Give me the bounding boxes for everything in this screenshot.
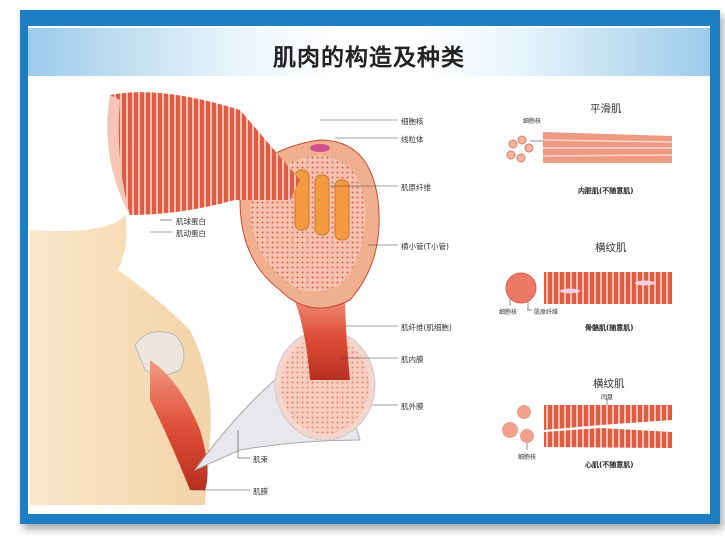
title-bar: 肌肉的构造及种类 (28, 28, 710, 76)
label-actin: 肌动蛋白 (176, 229, 206, 238)
label-myofibril: 肌原纤维 (401, 183, 431, 192)
caption-visceral-muscle: 内脏肌(不随意肌) (578, 187, 634, 195)
poster-title: 肌肉的构造及种类 (273, 45, 465, 71)
label-skeletal-nucleus: 细胞核 (499, 309, 518, 316)
heading-smooth-muscle: 平滑肌 (590, 103, 622, 115)
heading-skeletal-striated: 横纹肌 (595, 242, 627, 254)
muscle-fiber (290, 290, 350, 380)
caption-skeletal-muscle: 骨骼肌(随意肌) (585, 324, 634, 332)
label-nucleus: 细胞核 (401, 117, 424, 126)
label-epimysium: 肌外膜 (401, 402, 424, 411)
label-endomysium: 肌内膜 (401, 355, 424, 364)
smooth-muscle-drawing (506, 132, 673, 163)
label-myosin: 肌球蛋白 (176, 217, 206, 226)
cardiac-muscle-drawing (502, 405, 672, 448)
label-cardiac-nucleus: 细胞核 (518, 454, 537, 461)
myofibril-fan (107, 92, 300, 215)
label-intercalated-disc: 闰盘 (601, 394, 614, 401)
label-skeletal-myofibril: 肌原纤维 (534, 309, 559, 316)
leader-lines (150, 119, 608, 491)
caption-cardiac-muscle: 心肌(不随意肌) (585, 461, 634, 469)
skeletal-muscle-drawing (505, 272, 672, 304)
arm-muscle (150, 360, 208, 490)
label-muscle-fiber: 肌纤维(肌细胞) (401, 323, 452, 332)
label-mitochondria: 线粒体 (401, 135, 424, 144)
label-t-tubule: 横小管(T小管) (401, 242, 449, 251)
heading-cardiac-striated: 横纹肌 (593, 378, 625, 390)
label-sarcolemma: 肌膜 (253, 487, 268, 496)
label-smooth-nucleus: 细胞核 (523, 118, 542, 125)
label-fascicle: 肌束 (253, 455, 268, 464)
